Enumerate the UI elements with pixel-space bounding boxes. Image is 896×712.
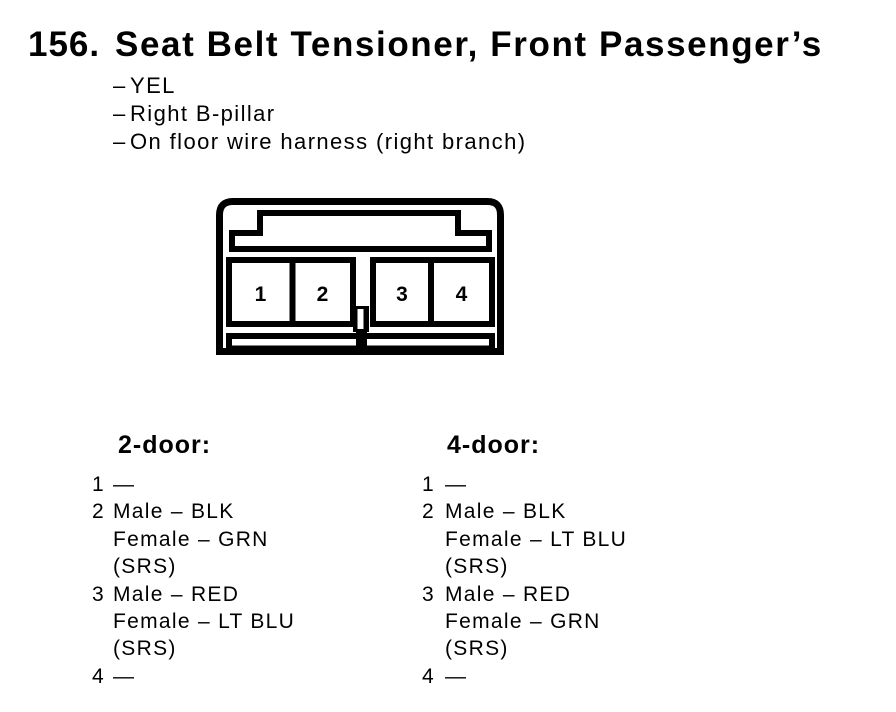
center-latch-slot xyxy=(357,309,364,329)
page-title: 156. Seat Belt Tensioner, Front Passenger… xyxy=(28,25,823,65)
pin-row: 4— xyxy=(92,663,295,690)
note-dash: – xyxy=(113,73,126,98)
note-line: –On floor wire harness (right branch) xyxy=(113,128,526,156)
pin-number xyxy=(92,526,113,553)
pin-number: 2 xyxy=(422,500,434,524)
pin-wire-label: — xyxy=(445,664,468,688)
pin-wire-label: (SRS) xyxy=(445,637,509,661)
pin-wire-label: Female – LT BLU xyxy=(445,527,628,551)
pin-wire-label: Male – BLK xyxy=(113,500,235,524)
pin-row: 1— xyxy=(422,471,627,498)
pin-number: 4 xyxy=(92,664,104,688)
pin-wire-label: (SRS) xyxy=(113,555,177,579)
pin-number xyxy=(422,608,445,635)
pin-row: Female – GRN xyxy=(92,526,295,553)
pin-number xyxy=(92,608,113,635)
item-title: Seat Belt Tensioner, Front Passenger’s xyxy=(115,25,823,64)
note-text: Right B-pillar xyxy=(130,101,276,126)
pin-wire-label: Male – RED xyxy=(113,582,240,606)
connector-diagram: 1 2 3 4 xyxy=(216,198,504,355)
pin-row: (SRS) xyxy=(92,635,295,662)
note-dash: – xyxy=(113,101,126,126)
item-number: 156. xyxy=(28,25,101,64)
pin-row: (SRS) xyxy=(422,553,627,580)
pin-number xyxy=(92,553,113,580)
pin-number xyxy=(92,635,113,662)
pin-number xyxy=(422,635,445,662)
pin-number: 1 xyxy=(422,473,434,496)
pin-wire-label: Male – RED xyxy=(445,582,572,606)
pin-number: 4 xyxy=(422,664,434,688)
pin-4-label: 4 xyxy=(456,283,468,306)
note-text: YEL xyxy=(130,73,176,98)
pin-2-label: 2 xyxy=(317,283,329,306)
pin-wire-label: Female – GRN xyxy=(445,610,601,634)
pin-row: Female – LT BLU xyxy=(422,526,627,553)
pin-number: 1 xyxy=(92,473,104,496)
pin-number: 3 xyxy=(422,582,434,606)
note-line: –Right B-pillar xyxy=(113,100,526,128)
pin-wire-label: (SRS) xyxy=(113,637,177,661)
connector-keyway xyxy=(229,210,492,252)
pin-number xyxy=(422,526,445,553)
pin-wire-label: (SRS) xyxy=(445,555,509,579)
note-dash: – xyxy=(113,129,126,154)
pin-number: 3 xyxy=(92,582,104,606)
column-heading-2door: 2-door: xyxy=(118,431,212,459)
pin-row: 3 Male – RED xyxy=(422,581,627,608)
pin-wire-label: — xyxy=(445,473,468,496)
pin-row: 2 Male – BLK xyxy=(92,498,295,525)
pin-row: Female – LT BLU xyxy=(92,608,295,635)
pin-row: 3 Male – RED xyxy=(92,581,295,608)
pin-wire-label: — xyxy=(113,664,136,688)
pin-wire-label: — xyxy=(113,473,136,496)
pin-wire-label: Female – LT BLU xyxy=(113,610,296,634)
pin-3-label: 3 xyxy=(396,283,408,306)
pin-number xyxy=(422,553,445,580)
pin-1-label: 1 xyxy=(255,283,267,306)
center-rail-divider xyxy=(356,329,367,350)
column-heading-4door: 4-door: xyxy=(447,431,541,459)
pin-row: 4— xyxy=(422,663,627,690)
pin-wire-label: Female – GRN xyxy=(113,527,269,551)
note-line: –YEL xyxy=(113,72,526,100)
pin-row: Female – GRN xyxy=(422,608,627,635)
note-text: On floor wire harness (right branch) xyxy=(130,129,527,154)
pin-row: 1— xyxy=(92,471,295,498)
pin-number: 2 xyxy=(92,500,104,524)
pin-row: (SRS) xyxy=(92,553,295,580)
pin-wire-label: Male – BLK xyxy=(445,500,567,524)
pin-row: (SRS) xyxy=(422,635,627,662)
connector-notes: –YEL –Right B-pillar –On floor wire harn… xyxy=(113,72,526,156)
pin-row: 2 Male – BLK xyxy=(422,498,627,525)
